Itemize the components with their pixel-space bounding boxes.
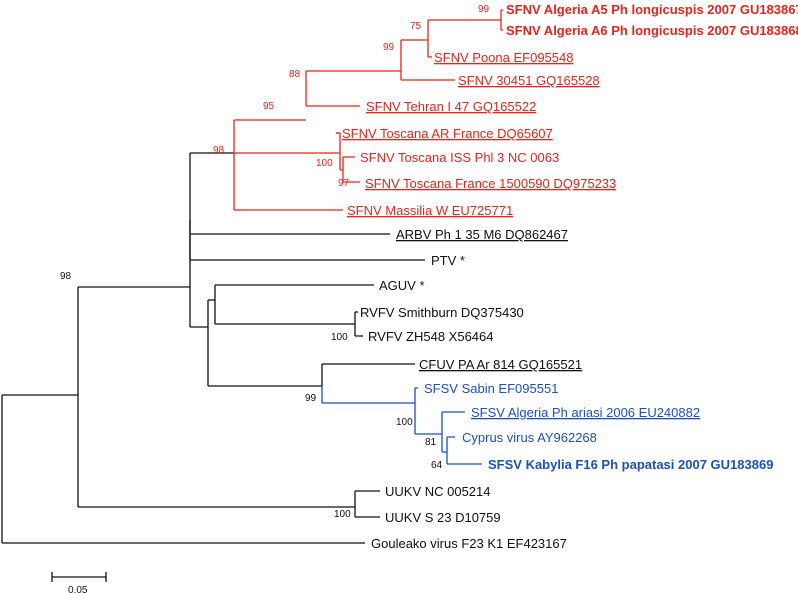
leaf-sfnv-tehran: SFNV Tehran I 47 GQ165522 bbox=[366, 99, 536, 114]
branch-node-75 bbox=[428, 9, 503, 31]
bootstrap-75: 75 bbox=[410, 21, 422, 32]
bootstrap-values: 99 75 99 88 95 98 100 97 98 100 99 100 8… bbox=[60, 4, 490, 520]
leaf-sfnv-toscana-france: SFNV Toscana France 1500590 DQ975233 bbox=[365, 176, 616, 191]
scale-bar-label: 0.05 bbox=[68, 585, 88, 593]
leaf-labels: SFNV Algeria A5 Ph longicuspis 2007 GU18… bbox=[342, 2, 798, 551]
bootstrap-95: 95 bbox=[263, 101, 275, 112]
bootstrap-81: 81 bbox=[425, 437, 437, 448]
leaf-sfnv-toscana-iss: SFNV Toscana ISS Phl 3 NC 0063 bbox=[360, 150, 559, 165]
bootstrap-64: 64 bbox=[431, 460, 443, 471]
branches-red bbox=[233, 9, 503, 211]
leaf-arbv: ARBV Ph 1 35 M6 DQ862467 bbox=[396, 227, 568, 242]
bootstrap-100-toscana: 100 bbox=[316, 158, 333, 169]
bootstrap-99-a5a6: 99 bbox=[478, 4, 490, 15]
leaf-sfnv-30451: SFNV 30451 GQ165528 bbox=[458, 73, 600, 88]
bootstrap-98-red: 98 bbox=[213, 145, 225, 156]
leaf-ptv: PTV * bbox=[431, 253, 465, 268]
branch-node-uukv bbox=[354, 490, 380, 518]
bootstrap-88: 88 bbox=[289, 69, 301, 80]
scale-bar bbox=[51, 572, 107, 582]
bootstrap-100-rvfv: 100 bbox=[331, 332, 348, 343]
bootstrap-100-sfsv: 100 bbox=[396, 417, 413, 428]
bootstrap-99-poona: 99 bbox=[383, 42, 395, 53]
leaf-sfnv-poona: SFNV Poona EF095548 bbox=[434, 50, 573, 65]
branch-node-100-toscana bbox=[340, 156, 360, 183]
leaf-sfsv-kabylia: SFSV Kabylia F16 Ph papatasi 2007 GU1838… bbox=[488, 457, 773, 472]
branches-black bbox=[1, 152, 425, 544]
branch-node-190 bbox=[189, 152, 234, 328]
leaf-aguv: AGUV * bbox=[379, 278, 425, 293]
leaf-sfnv-algeria-a5: SFNV Algeria A5 Ph longicuspis 2007 GU18… bbox=[506, 2, 798, 17]
leaf-sfnv-toscana-ar: SFNV Toscana AR France DQ65607 bbox=[342, 126, 553, 141]
branch-node-190b bbox=[189, 220, 425, 261]
branch-node-322 bbox=[321, 363, 415, 386]
branch-node-88 bbox=[306, 40, 455, 81]
branch-node-95 bbox=[234, 71, 360, 121]
branch-node-100-sfsv bbox=[415, 411, 465, 452]
bootstrap-98-black: 98 bbox=[60, 271, 72, 282]
branch-node-81 bbox=[442, 436, 482, 465]
leaf-uukv-nc: UUKV NC 005214 bbox=[385, 484, 491, 499]
branch-node-99-sfsv bbox=[321, 386, 418, 434]
bootstrap-99-sfsv: 99 bbox=[305, 393, 317, 404]
leaf-cyprus-virus: Cyprus virus AY962268 bbox=[462, 430, 597, 445]
leaf-uukv-s23: UUKV S 23 D10759 bbox=[385, 510, 501, 525]
leaf-gouleako: Gouleako virus F23 K1 EF423167 bbox=[371, 536, 567, 551]
bootstrap-100-uukv: 100 bbox=[334, 509, 351, 520]
branch-node-208 bbox=[207, 299, 322, 387]
branch-root bbox=[1, 394, 365, 544]
branch-node-98-red bbox=[233, 120, 343, 211]
branch-node-98 bbox=[77, 286, 355, 508]
leaf-sfnv-algeria-a6: SFNV Algeria A6 Ph longicuspis 2007 GU18… bbox=[506, 23, 798, 38]
leaf-cfuv: CFUV PA Ar 814 GQ165521 bbox=[419, 357, 582, 372]
branch-node-215 bbox=[214, 284, 374, 325]
leaf-sfsv-algeria: SFSV Algeria Ph ariasi 2006 EU240882 bbox=[471, 405, 700, 420]
leaf-rvfv-smithburn: RVFV Smithburn DQ375430 bbox=[360, 305, 524, 320]
branch-node-99-poona bbox=[401, 20, 432, 58]
branches-blue bbox=[321, 386, 482, 465]
bootstrap-97: 97 bbox=[338, 178, 350, 189]
leaf-sfsv-sabin: SFSV Sabin EF095551 bbox=[424, 381, 558, 396]
leaf-sfnv-massilia: SFNV Massilia W EU725771 bbox=[347, 203, 513, 218]
branch-node-rvfv bbox=[354, 311, 363, 337]
leaf-rvfv-zh548: RVFV ZH548 X56464 bbox=[368, 329, 494, 344]
